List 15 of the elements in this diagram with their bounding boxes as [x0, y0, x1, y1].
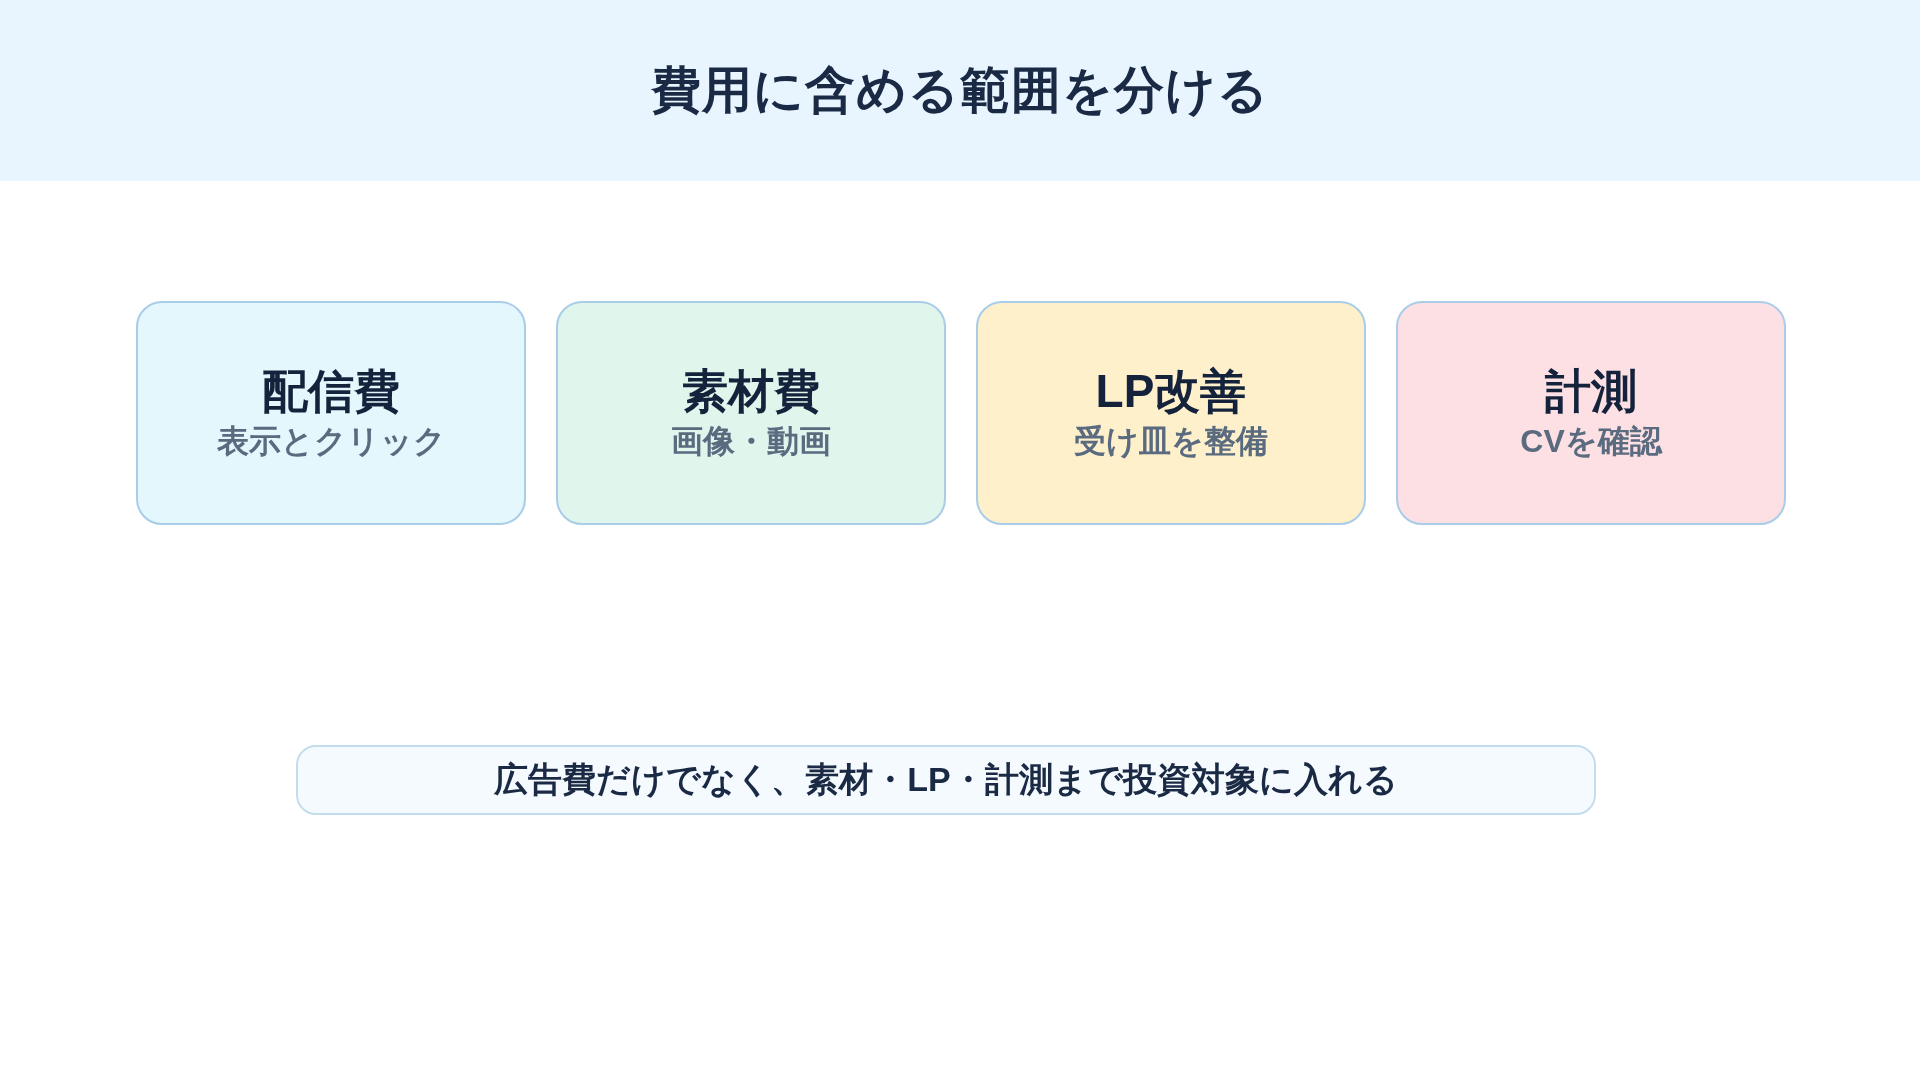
card-subtitle: 画像・動画 [671, 422, 831, 461]
card-subtitle: 受け皿を整備 [1074, 422, 1268, 461]
card-subtitle: CVを確認 [1520, 422, 1662, 461]
card-heading: 素材費 [682, 365, 820, 419]
category-card [976, 301, 1366, 525]
summary-text: 広告費だけでなく、素材・LP・計測まで投資対象に入れる [494, 759, 1398, 800]
card-heading: 配信費 [262, 365, 400, 419]
summary-banner [296, 745, 1596, 815]
category-card [1396, 301, 1786, 525]
title: 費用に含める範囲を分ける [651, 61, 1269, 120]
category-card [136, 301, 526, 525]
card-heading: 計測 [1545, 365, 1637, 419]
card-subtitle: 表示とクリック [216, 422, 446, 461]
category-card [556, 301, 946, 525]
card-heading: LP改善 [1095, 365, 1247, 419]
